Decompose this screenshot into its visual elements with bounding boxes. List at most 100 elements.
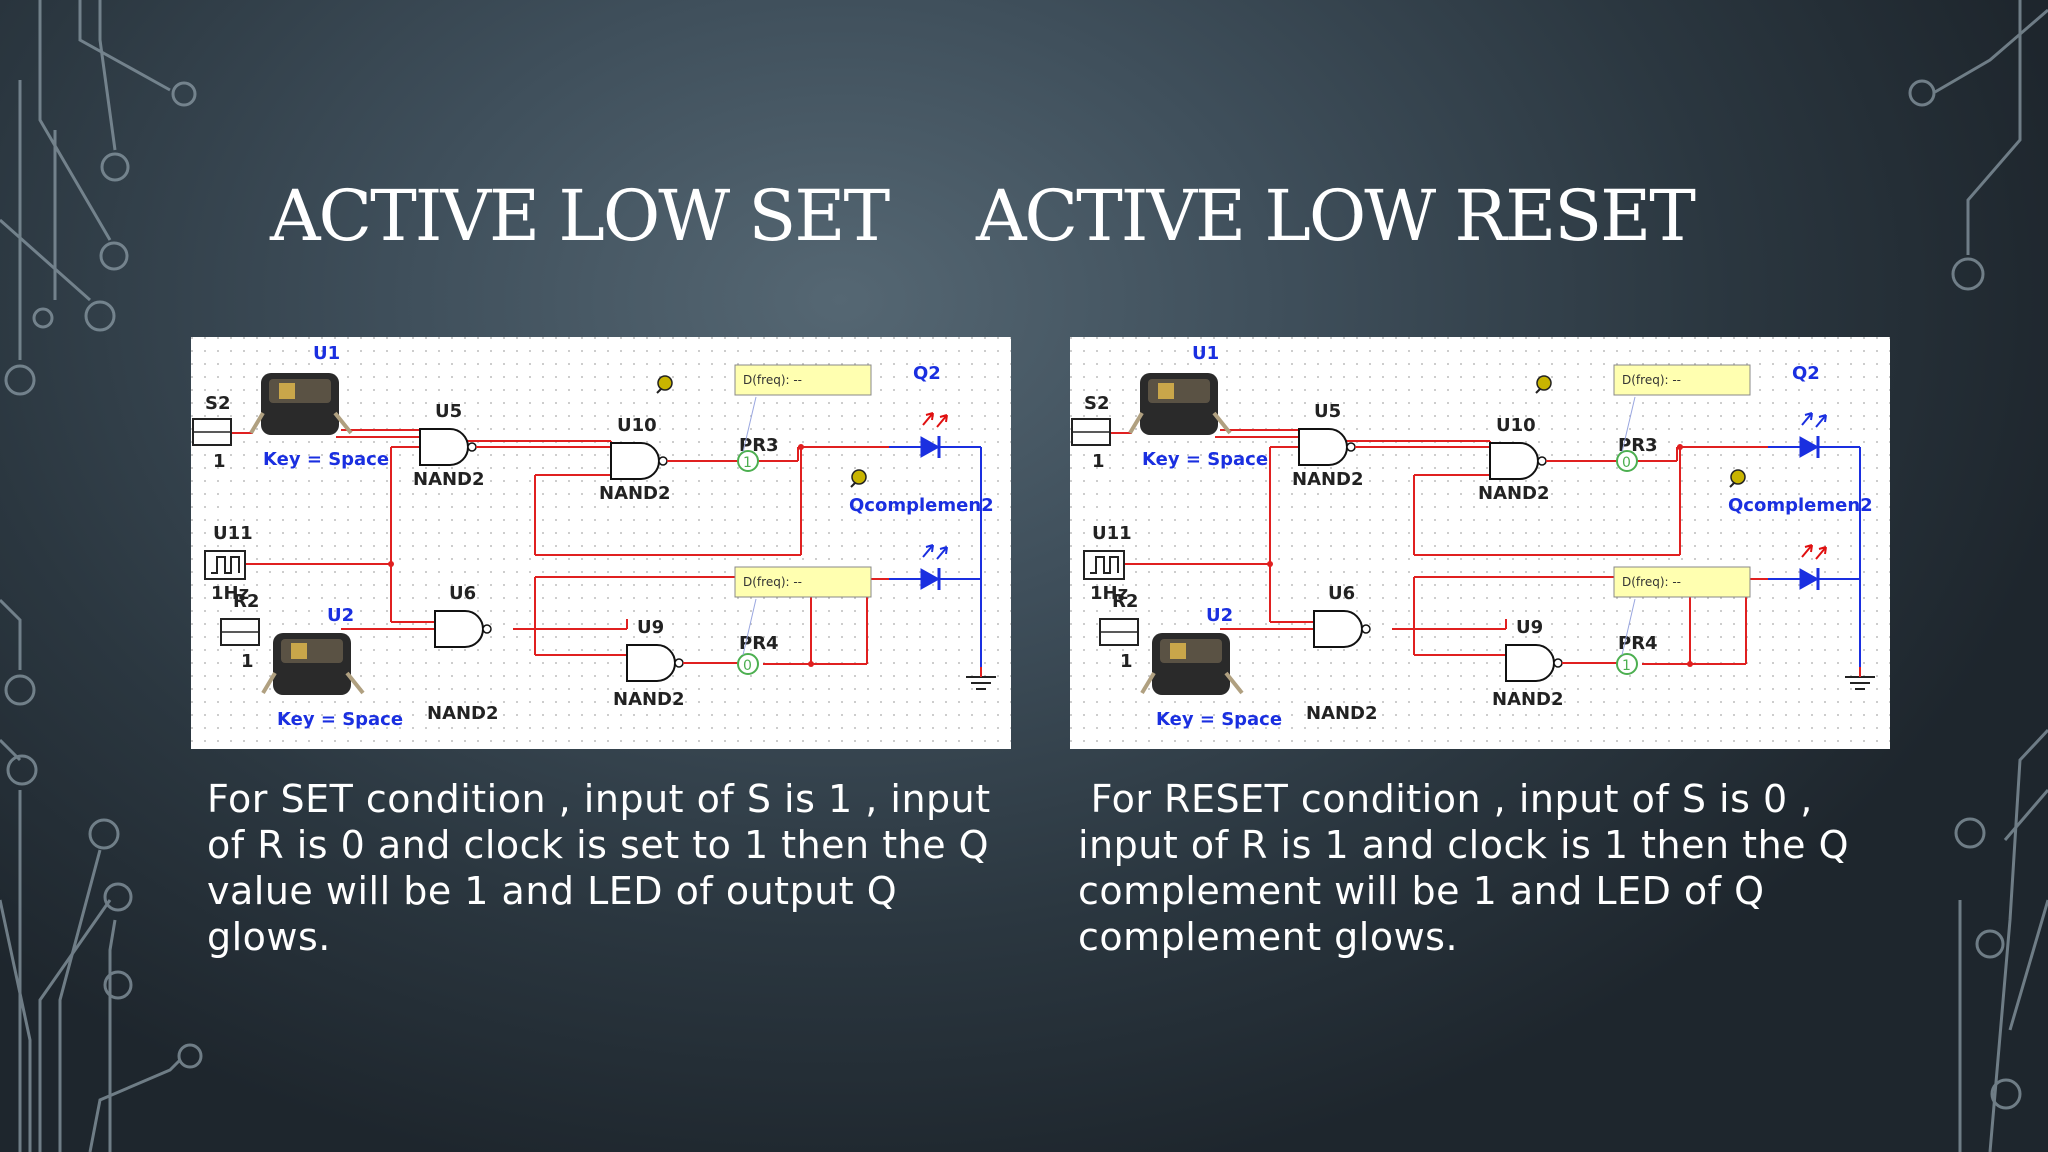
probe-pr3-readout <box>1613 364 1751 396</box>
junction-dot-1 <box>798 444 804 450</box>
probe-pr3 <box>737 450 759 472</box>
key-switch-top-cap <box>269 379 331 403</box>
nand-gate-u5-bubble <box>1346 442 1356 452</box>
probe-pr3-ref: PR3 <box>739 435 779 456</box>
probe-pr4-leader <box>1621 598 1636 656</box>
gate-u5-ref: U5 <box>1314 401 1341 422</box>
indicator-bulb-1-base <box>1535 388 1541 394</box>
led-q2-ray2 <box>936 414 948 428</box>
clock-freq: 1Hz <box>1090 583 1128 604</box>
key-switch-top-pin <box>1212 411 1232 435</box>
junction-dot-0 <box>388 561 394 567</box>
key-switch-bottom-lever <box>1170 643 1186 659</box>
key-switch-top-pin2 <box>1128 411 1144 435</box>
led-qcomplement <box>1799 568 1820 590</box>
key-switch-bottom-cap <box>281 639 343 663</box>
input-r-value: 1 <box>1120 651 1133 672</box>
probe-pr4-ref: PR4 <box>739 633 779 654</box>
indicator-bulb-2 <box>1730 469 1746 485</box>
clock-waveform <box>211 556 240 574</box>
probe-pr3-leader <box>1621 396 1636 453</box>
key-switch-bottom-pin2 <box>1140 671 1156 695</box>
probe-pr3 <box>1616 450 1638 472</box>
junction-dot-2 <box>808 661 814 667</box>
led-qcomplement-ref: Qcomplemen2 <box>849 495 994 516</box>
nand-gate-u10 <box>610 442 660 480</box>
switch-top-ref: U1 <box>1192 343 1219 364</box>
nand-gate-u9 <box>626 644 676 682</box>
probe-pr4-readout-text: D(freq): -- <box>743 575 802 589</box>
gate-u9-ref: U9 <box>637 617 664 638</box>
gate-u6-type: NAND2 <box>427 703 499 724</box>
probe-pr4-state: 0 <box>743 658 752 674</box>
gate-u9-type: NAND2 <box>613 689 685 710</box>
nand-gate-u5 <box>1298 428 1348 466</box>
key-switch-top-pin2 <box>249 411 265 435</box>
input-s-ref: S2 <box>1084 393 1110 414</box>
indicator-bulb-2-base <box>1729 482 1735 488</box>
probe-pr3-state: 1 <box>743 455 752 471</box>
nand-gate-u6-bubble <box>482 624 492 634</box>
junction-dot-1 <box>1677 444 1683 450</box>
probe-pr4-readout-text: D(freq): -- <box>1622 575 1681 589</box>
input-r-ref: R2 <box>1112 591 1138 612</box>
switch-bottom-key: Key = Space <box>277 709 403 730</box>
indicator-bulb-2 <box>851 469 867 485</box>
key-switch-top-lever <box>1158 383 1174 399</box>
probe-pr3-ref: PR3 <box>1618 435 1658 456</box>
nets <box>231 429 889 665</box>
indicator-bulb-1 <box>1536 375 1552 391</box>
key-switch-top-lever <box>279 383 295 399</box>
probe-pr3-leader <box>742 396 757 453</box>
nand-gate-u6-bubble <box>1361 624 1371 634</box>
key-switch-bottom-pin <box>345 671 365 695</box>
led-qcomplement <box>920 568 941 590</box>
led-qcomplement-ray1 <box>1801 544 1813 558</box>
clock-ref: U11 <box>213 523 253 544</box>
switch-bottom-key: Key = Space <box>1156 709 1282 730</box>
indicator-bulb-2-base <box>850 482 856 488</box>
switch-top-key: Key = Space <box>1142 449 1268 470</box>
input-r-value: 1 <box>241 651 254 672</box>
gate-u9-ref: U9 <box>1516 617 1543 638</box>
gate-u5-type: NAND2 <box>413 469 485 490</box>
title-active-low-set: ACTIVE LOW SET <box>270 175 890 257</box>
key-switch-bottom-lever <box>291 643 307 659</box>
clock-waveform <box>1090 556 1119 574</box>
junction-dot-2 <box>1687 661 1693 667</box>
gate-u9-type: NAND2 <box>1492 689 1564 710</box>
nand-gate-u10 <box>1489 442 1539 480</box>
led-q2-ray1 <box>1801 412 1813 426</box>
led-q2-ref: Q2 <box>1792 363 1820 384</box>
input-r-ref: R2 <box>233 591 259 612</box>
switch-bottom-ref: U2 <box>1206 605 1233 626</box>
probe-pr4-leader <box>742 598 757 656</box>
led-q2-ray2 <box>1815 414 1827 428</box>
gate-u10-type: NAND2 <box>1478 483 1550 504</box>
led-q2-ray1 <box>922 412 934 426</box>
led-q2-ref: Q2 <box>913 363 941 384</box>
switch-bottom-ref: U2 <box>327 605 354 626</box>
led-q2 <box>920 436 941 458</box>
probe-pr4 <box>1616 653 1638 675</box>
input-s-value: 1 <box>1092 451 1105 472</box>
nand-gate-u9-bubble <box>674 658 684 668</box>
nand-gate-u6 <box>1313 610 1363 648</box>
probe-pr4-ref: PR4 <box>1618 633 1658 654</box>
nand-gate-u10-bubble <box>658 456 668 466</box>
key-switch-bottom-pin2 <box>261 671 277 695</box>
gate-u10-ref: U10 <box>1496 415 1536 436</box>
led-qcomplement-ref: Qcomplemen2 <box>1728 495 1873 516</box>
led-wires <box>889 446 982 677</box>
probe-pr4-readout <box>1613 566 1751 598</box>
nand-gate-u10-bubble <box>1537 456 1547 466</box>
nand-gate-u5 <box>419 428 469 466</box>
gate-u10-ref: U10 <box>617 415 657 436</box>
gate-u6-ref: U6 <box>1328 583 1355 604</box>
gate-u6-type: NAND2 <box>1306 703 1378 724</box>
nand-gate-u6 <box>434 610 484 648</box>
switch-top-ref: U1 <box>313 343 340 364</box>
